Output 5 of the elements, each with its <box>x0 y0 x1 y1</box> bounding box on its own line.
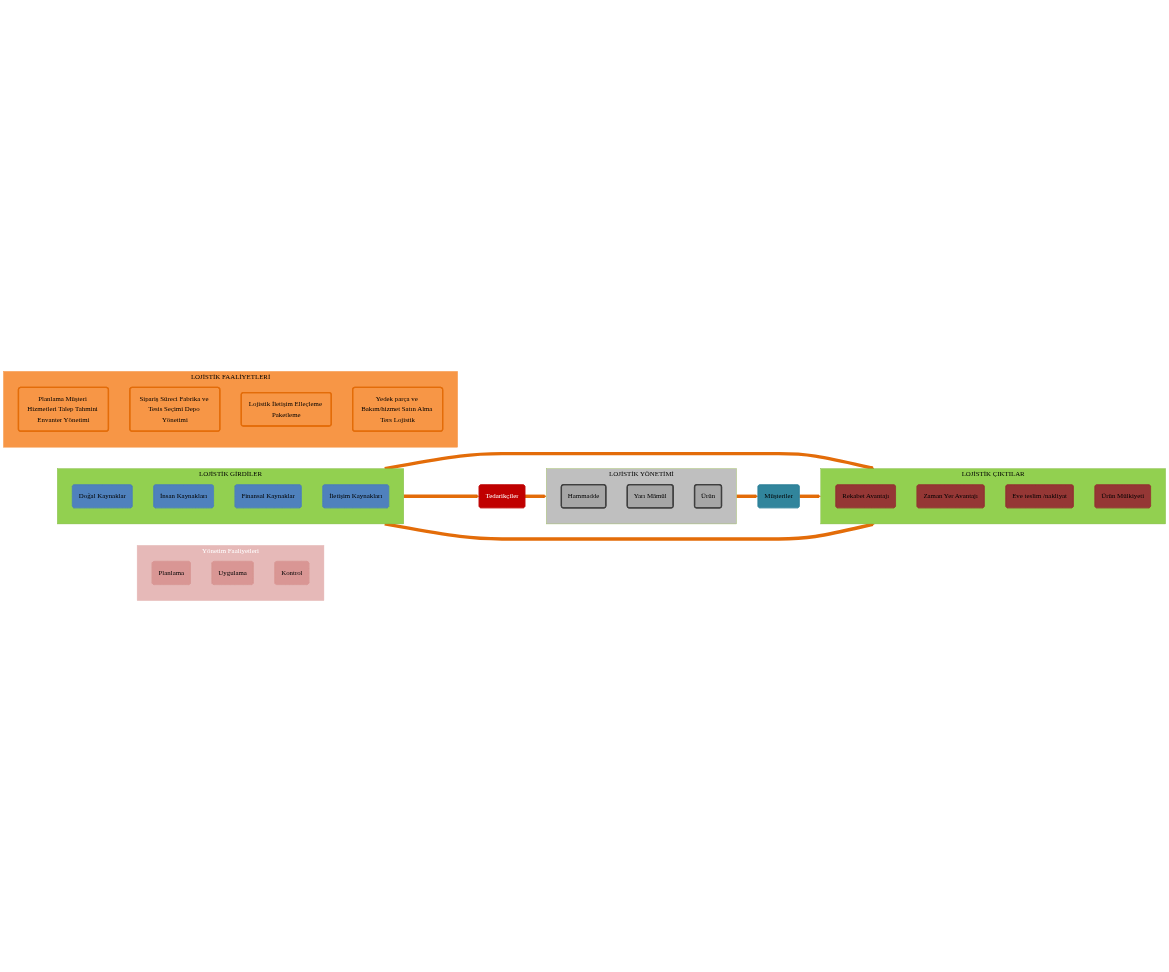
arrow <box>524 494 547 499</box>
arrow <box>403 494 480 499</box>
arrow <box>799 494 821 499</box>
arrow <box>384 522 875 541</box>
arrow <box>736 494 759 499</box>
